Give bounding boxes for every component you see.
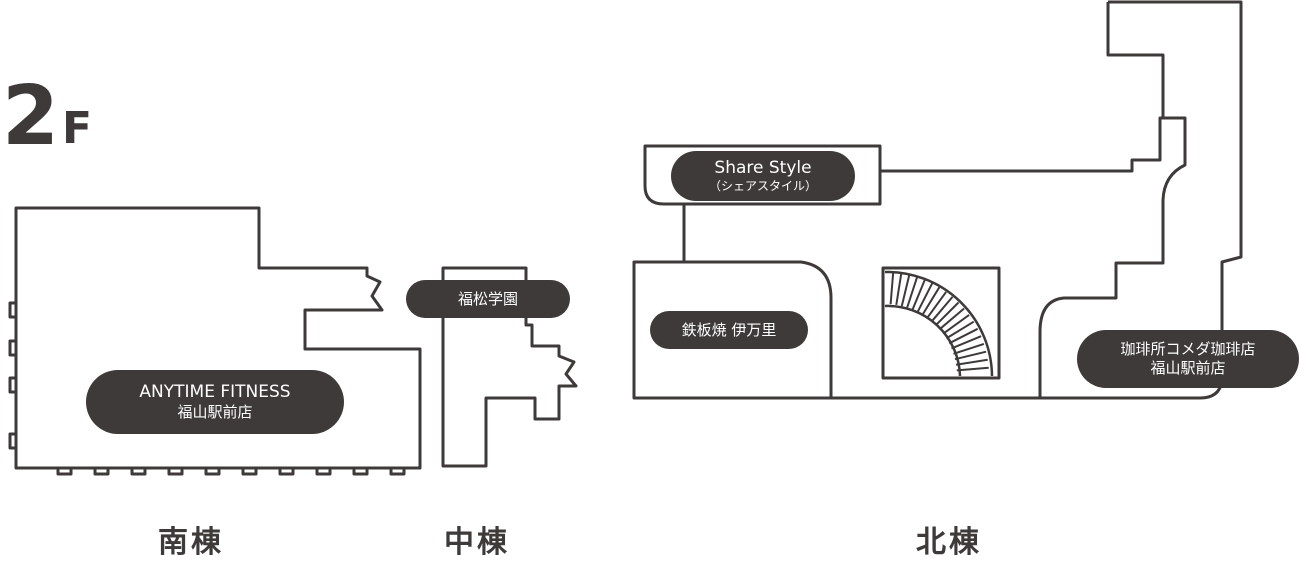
store-anytime-fitness-branch: 福山駅前店 bbox=[177, 403, 253, 421]
stair-step bbox=[916, 282, 934, 313]
store-share-style-name: Share Style bbox=[714, 158, 812, 178]
center-building-outline bbox=[441, 266, 578, 468]
stair-step bbox=[921, 286, 941, 316]
stair-step bbox=[954, 350, 987, 361]
store-fukumatsu-gakuen-name: 福松学園 bbox=[457, 289, 518, 308]
south-building-outline bbox=[14, 206, 422, 470]
stair-step bbox=[906, 276, 919, 308]
building-label-north: 北棟 bbox=[916, 525, 982, 560]
north-corridor bbox=[880, 116, 1187, 398]
stair-step bbox=[911, 279, 926, 310]
store-teppanyaki-imari[interactable]: 鉄板焼 伊万里 bbox=[650, 311, 808, 349]
stair-step bbox=[895, 273, 903, 306]
stair-step bbox=[953, 342, 985, 355]
stair-step bbox=[951, 335, 982, 350]
stair-area bbox=[881, 266, 1001, 380]
store-share-style-kana: （シェアスタイル） bbox=[708, 179, 817, 193]
store-komeda-coffee-name: 珈琲所コメダ珈琲店 bbox=[1120, 340, 1256, 358]
spiral-stair-icon bbox=[884, 270, 994, 377]
stair-step bbox=[935, 301, 960, 326]
store-fukumatsu-gakuen[interactable]: 福松学園 bbox=[406, 280, 570, 318]
building-label-center: 中棟 bbox=[444, 525, 510, 560]
floor-number: 2 bbox=[2, 69, 59, 164]
stair-step bbox=[942, 314, 970, 335]
store-share-style[interactable]: Share Style （シェアスタイル） bbox=[671, 151, 855, 201]
store-komeda-coffee[interactable]: 珈琲所コメダ珈琲店 福山駅前店 bbox=[1077, 330, 1299, 388]
stair-step bbox=[948, 327, 979, 345]
stair-step bbox=[939, 307, 965, 330]
store-komeda-coffee-branch: 福山駅前店 bbox=[1150, 359, 1226, 377]
stair-step bbox=[931, 296, 954, 322]
stair-step bbox=[945, 320, 975, 340]
stair-step bbox=[900, 274, 911, 307]
stair-step bbox=[955, 358, 988, 366]
store-teppanyaki-imari-name: 鉄板焼 伊万里 bbox=[681, 320, 777, 339]
share-style-block bbox=[643, 144, 882, 206]
store-anytime-fitness[interactable]: ANYTIME FITNESS 福山駅前店 bbox=[86, 370, 344, 434]
store-anytime-fitness-name: ANYTIME FITNESS bbox=[139, 382, 291, 402]
floor-unit: F bbox=[62, 103, 93, 154]
stair-step bbox=[926, 291, 947, 319]
floor-indicator: 2 F bbox=[2, 72, 112, 162]
stair-step bbox=[956, 366, 989, 372]
south-building-wall-tabs bbox=[8, 301, 406, 476]
building-label-south: 南棟 bbox=[158, 525, 224, 560]
stair-step bbox=[889, 272, 895, 305]
spiral-stair-steps bbox=[889, 272, 989, 372]
